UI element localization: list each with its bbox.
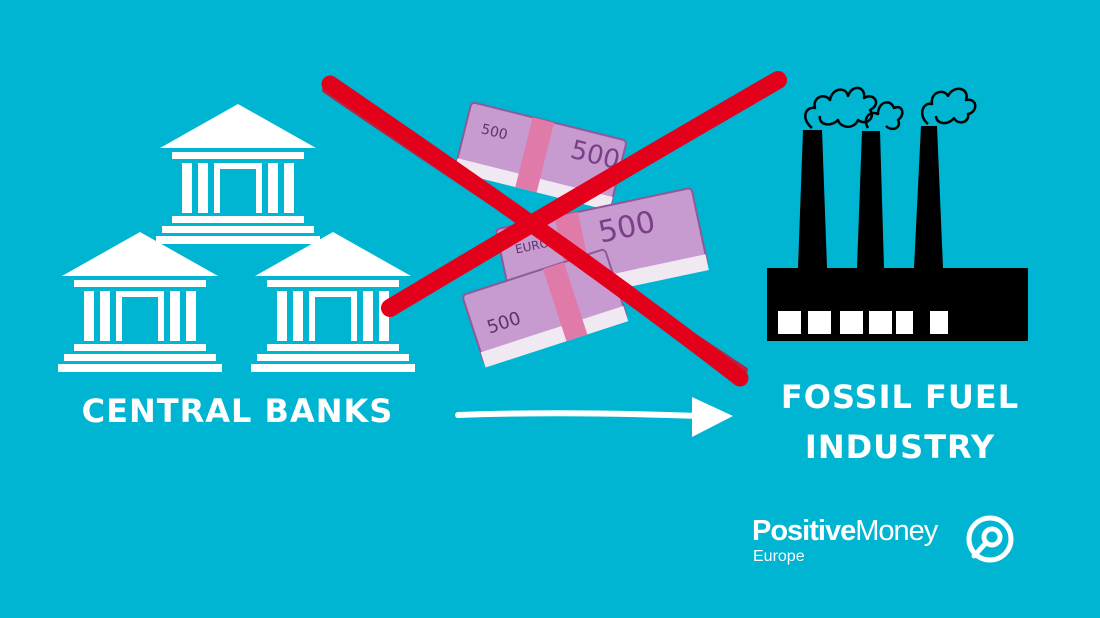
central-banks-label: CENTRAL BANKS [81,392,394,430]
logo-bold: Positive [752,515,856,547]
arrow-right-icon [455,397,733,437]
logo-subtitle: Europe [753,548,805,565]
fossil-label-line1: FOSSIL FUEL [780,378,1020,416]
logo-wordmark: PositiveMoney [752,515,938,548]
positive-money-logo: PositiveMoney Europe [752,515,1032,575]
money-stack-icon: 500 500 500 EURO 500 [454,101,709,368]
positive-money-logo-icon [966,515,1014,563]
fossil-fuel-industry-label: FOSSIL FUEL INDUSTRY [745,372,1055,472]
red-cross-icon [321,71,787,387]
bank-building-icon-top [156,104,320,244]
bank-building-icon-left [58,232,222,372]
factory-icon [767,86,1028,341]
logo-regular: Money [855,515,938,547]
banknote-value: 500 [479,121,509,143]
fossil-label-line2: INDUSTRY [804,428,996,466]
